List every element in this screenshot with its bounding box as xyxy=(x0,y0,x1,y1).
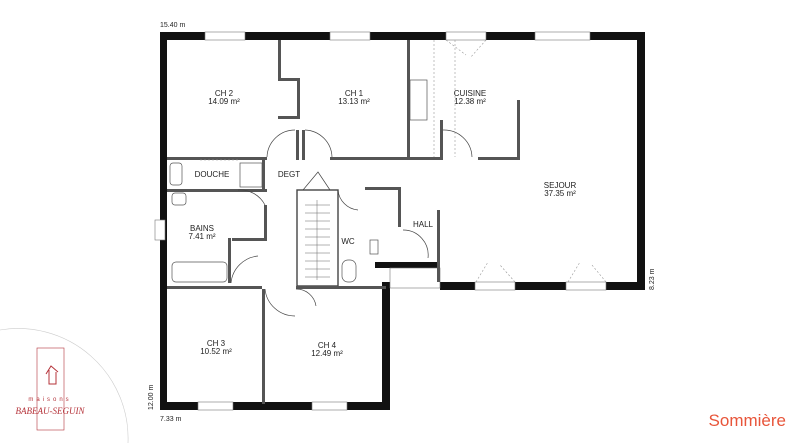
room-name: CUISINE xyxy=(454,89,486,98)
plan-title: Sommière xyxy=(708,411,786,430)
room-ch1: CH 1 13.13 m² xyxy=(338,89,370,106)
room-wc: WC xyxy=(341,237,355,246)
room-name: SEJOUR xyxy=(544,181,577,190)
interior-walls xyxy=(167,40,520,404)
dim-height-left: 12.00 m xyxy=(148,385,155,410)
logo-line2: BABEAU-SEGUIN xyxy=(16,406,86,416)
room-cuisine: CUISINE 12.38 m² xyxy=(454,89,486,106)
room-area: 14.09 m² xyxy=(208,97,240,106)
toilet-icon xyxy=(341,259,357,283)
logo-arc xyxy=(0,328,129,444)
room-ch2: CH 2 14.09 m² xyxy=(208,89,240,106)
room-douche: DOUCHE xyxy=(195,170,230,179)
shower-icon xyxy=(239,162,263,188)
room-name: CH 3 xyxy=(207,339,226,348)
room-area: 12.49 m² xyxy=(311,349,343,358)
room-area: 12.38 m² xyxy=(454,97,486,106)
room-area: 13.13 m² xyxy=(338,97,370,106)
washbasin-icon xyxy=(169,162,183,186)
room-hall: HALL xyxy=(413,220,434,229)
dim-height-right: 8.23 m xyxy=(649,268,656,290)
doors xyxy=(200,39,607,317)
room-area: 7.41 m² xyxy=(188,232,215,241)
washbasin-icon xyxy=(171,192,187,206)
room-ch3: CH 3 10.52 m² xyxy=(200,339,232,356)
kitchen-sink-icon xyxy=(409,79,428,121)
dim-width-top: 15.40 m xyxy=(160,22,185,29)
logo-line1: maisons xyxy=(28,397,71,403)
room-degt: DEGT xyxy=(278,170,300,179)
room-name: BAINS xyxy=(190,224,214,233)
windows xyxy=(154,31,607,411)
bathtub-icon xyxy=(171,261,228,283)
room-name: CH 1 xyxy=(345,89,364,98)
dim-width-bottom: 7.33 m xyxy=(160,416,182,423)
wc-basin-icon xyxy=(369,239,379,255)
room-sejour: SEJOUR 37.35 m² xyxy=(544,181,577,198)
room-name: CH 2 xyxy=(215,89,234,98)
room-name: CH 4 xyxy=(318,341,337,350)
room-area: 37.35 m² xyxy=(544,189,576,198)
fixtures xyxy=(169,79,428,283)
room-ch4: CH 4 12.49 m² xyxy=(311,341,343,358)
room-area: 10.52 m² xyxy=(200,347,232,356)
staircase xyxy=(305,200,330,280)
room-bains: BAINS 7.41 m² xyxy=(188,224,215,241)
logo: maisons BABEAU-SEGUIN xyxy=(16,347,86,431)
